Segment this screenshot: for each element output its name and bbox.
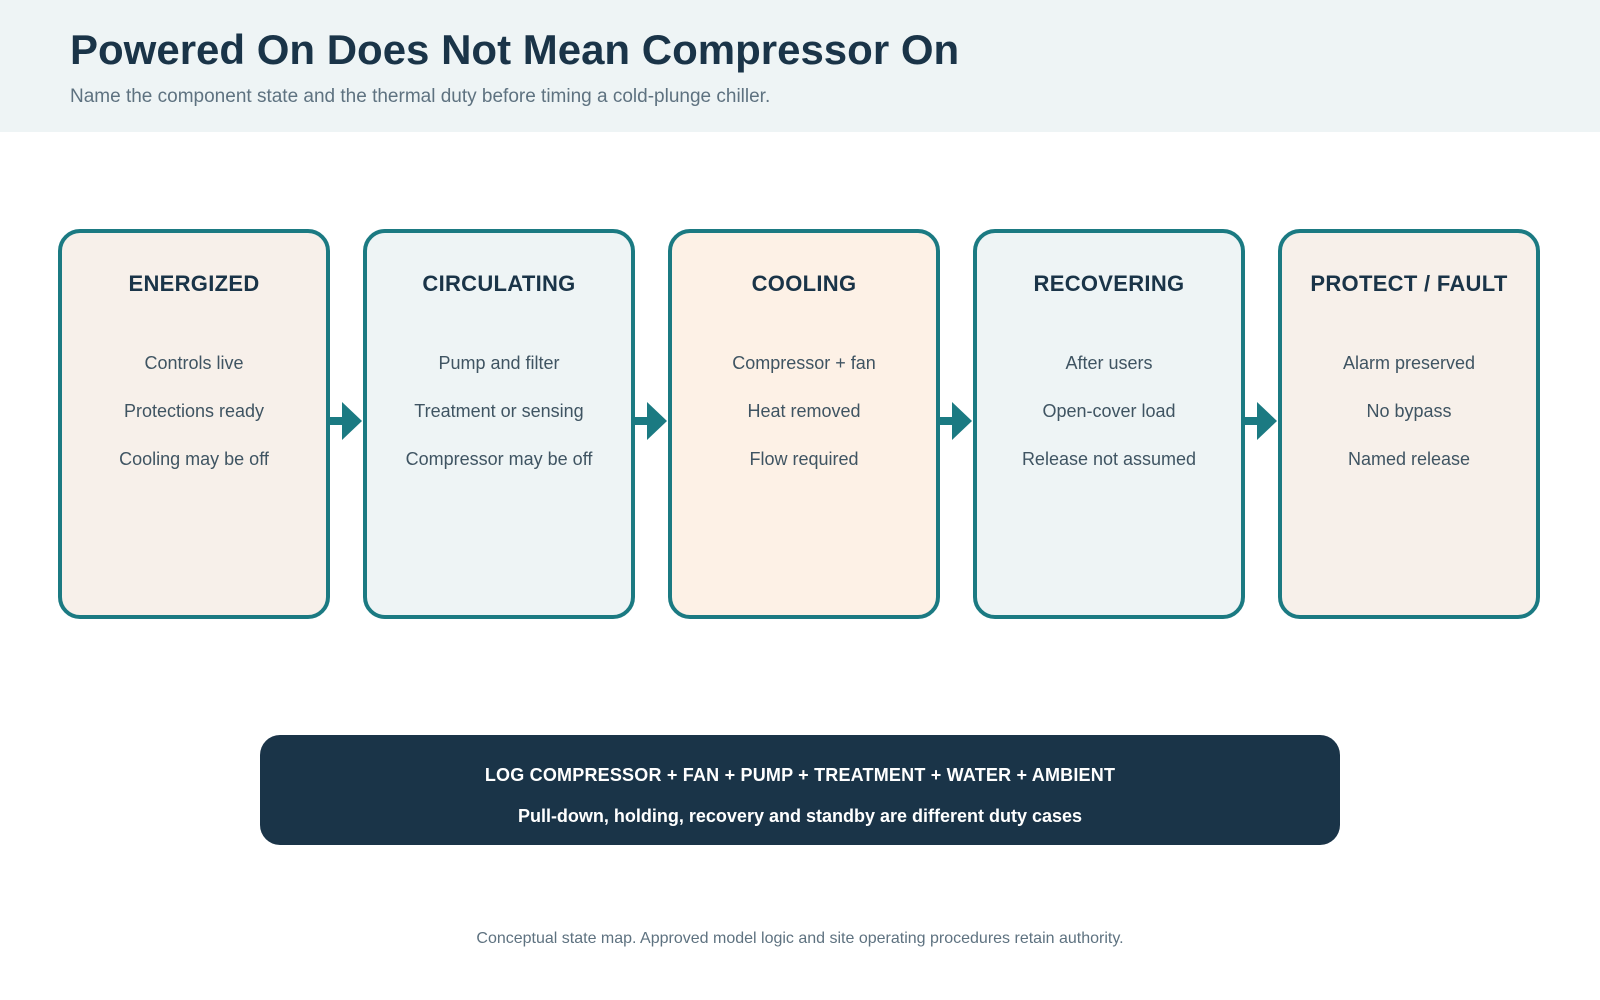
state-detail-line: Open-cover load — [1042, 401, 1176, 421]
state-detail-line: No bypass — [1366, 401, 1452, 421]
state-title: COOLING — [751, 271, 857, 296]
state-detail-line: Alarm preserved — [1342, 353, 1476, 373]
state-detail-line: Heat removed — [747, 401, 861, 421]
state-title: ENERGIZED — [128, 271, 260, 296]
flow-arrow-icon — [936, 402, 972, 440]
state-title: RECOVERING — [1033, 271, 1185, 296]
log-banner: LOG COMPRESSOR + FAN + PUMP + TREATMENT … — [260, 735, 1340, 845]
footer-note: Conceptual state map. Approved model log… — [476, 930, 1124, 947]
banner-main-text: LOG COMPRESSOR + FAN + PUMP + TREATMENT … — [484, 765, 1116, 785]
header-band: Powered On Does Not Mean Compressor On N… — [0, 0, 1600, 132]
state-title: PROTECT / FAULT — [1310, 271, 1508, 296]
flow-arrow-icon — [631, 402, 667, 440]
state-detail-line: Compressor + fan — [732, 353, 876, 373]
state-detail-line: Flow required — [749, 449, 859, 469]
state-title: CIRCULATING — [422, 271, 576, 296]
flow-arrow-icon — [326, 402, 362, 440]
page-title: Powered On Does Not Mean Compressor On — [70, 26, 960, 73]
state-detail-line: Release not assumed — [1021, 449, 1197, 469]
state-detail-line: Controls live — [144, 353, 244, 373]
state-detail-line: Cooling may be off — [119, 449, 269, 469]
state-detail-line: Pump and filter — [438, 353, 560, 373]
state-detail-line: Compressor may be off — [405, 449, 593, 469]
banner-sub-text: Pull-down, holding, recovery and standby… — [517, 806, 1083, 826]
state-detail-line: Named release — [1347, 449, 1471, 469]
page-subtitle: Name the component state and the thermal… — [70, 86, 771, 107]
state-detail-line: After users — [1065, 353, 1153, 373]
flow-arrow-icon — [1241, 402, 1277, 440]
state-detail-line: Treatment or sensing — [414, 401, 584, 421]
state-detail-line: Protections ready — [123, 401, 265, 421]
